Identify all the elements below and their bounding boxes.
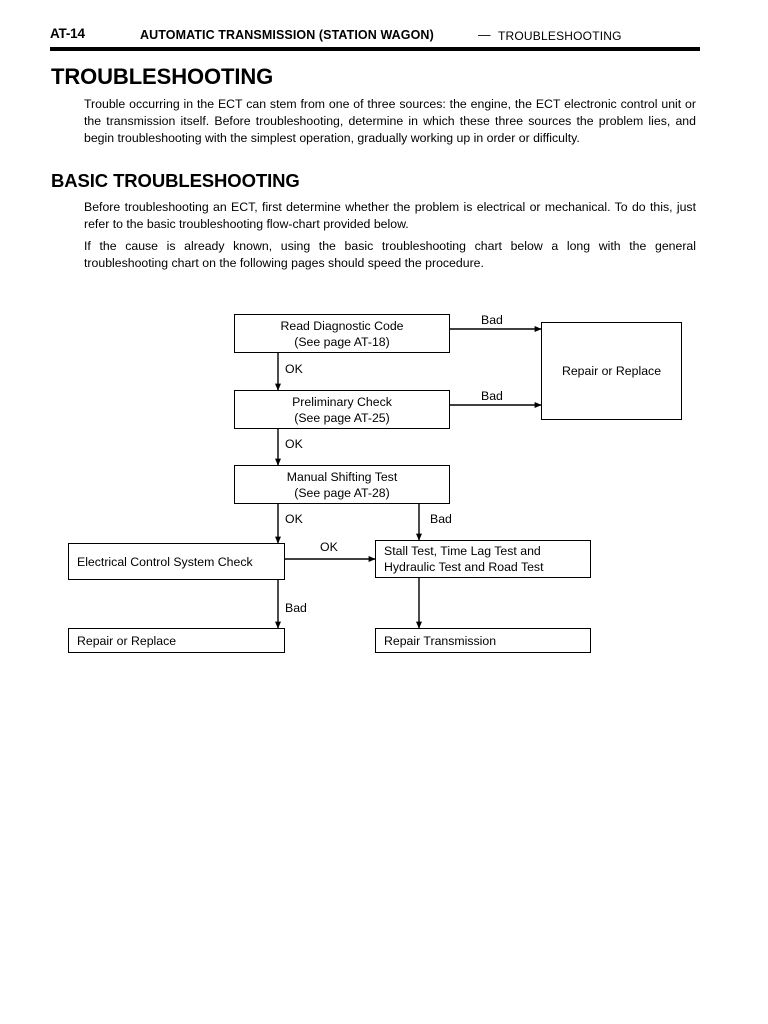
intro-paragraph: Trouble occurring in the ECT can stem fr… bbox=[84, 97, 696, 146]
flow-node-line: Read Diagnostic Code bbox=[280, 318, 404, 333]
flow-node-line: Repair or Replace bbox=[77, 633, 177, 648]
edge-label-elec-to-stall: OK bbox=[320, 540, 338, 554]
flow-node-line: (See page AT-28) bbox=[294, 485, 390, 500]
flow-node-line: Repair or Replace bbox=[561, 364, 662, 378]
edge-label-prelim-to-manual: OK bbox=[285, 437, 303, 451]
flow-node-line: Repair Transmission bbox=[384, 633, 497, 648]
flow-node-line: (See page AT-18) bbox=[294, 334, 390, 349]
edge-label-read-to-prelim: OK bbox=[285, 362, 303, 376]
flow-node-electrical-control-system-check[interactable]: Electrical Control System Check bbox=[68, 543, 285, 580]
flow-node-repair-or-replace-main[interactable]: Repair or Replace bbox=[541, 322, 682, 420]
flow-node-repair-or-replace-bottom[interactable]: Repair or Replace bbox=[68, 628, 285, 653]
edge-label-manual-to-stall: Bad bbox=[430, 512, 452, 526]
edge-label-elec-to-repair: Bad bbox=[285, 601, 307, 615]
flow-node-manual-shifting-test[interactable]: Manual Shifting Test (See page AT-28) bbox=[234, 465, 450, 504]
flow-node-line: (See page AT-25) bbox=[294, 410, 390, 425]
header-title: AUTOMATIC TRANSMISSION (STATION WAGON) bbox=[140, 28, 434, 42]
flow-node-repair-transmission[interactable]: Repair Transmission bbox=[375, 628, 591, 653]
flow-node-line: Hydraulic Test and Road Test bbox=[384, 560, 544, 574]
flow-node-line: Manual Shifting Test bbox=[286, 469, 398, 484]
flow-node-line: Stall Test, Time Lag Test and bbox=[384, 544, 541, 558]
page-header: AT-14 AUTOMATIC TRANSMISSION (STATION WA… bbox=[0, 26, 768, 56]
basic-paragraph-1: Before troubleshooting an ECT, first det… bbox=[84, 200, 696, 232]
basic-paragraph-2: If the cause is already known, using the… bbox=[84, 239, 696, 271]
page-number: AT-14 bbox=[50, 26, 85, 41]
flow-node-line: Preliminary Check bbox=[292, 394, 392, 409]
flow-node-preliminary-check[interactable]: Preliminary Check (See page AT-25) bbox=[234, 390, 450, 429]
flow-node-stall-test[interactable]: Stall Test, Time Lag Test and Hydraulic … bbox=[375, 540, 591, 578]
flow-node-line: Electrical Control System Check bbox=[77, 554, 253, 569]
header-separator: — bbox=[478, 28, 491, 42]
edge-label-prelim-to-repair: Bad bbox=[481, 389, 503, 403]
page-title: TROUBLESHOOTING bbox=[51, 64, 274, 89]
edge-label-read-to-repair: Bad bbox=[481, 313, 503, 327]
flow-node-read-diagnostic-code[interactable]: Read Diagnostic Code (See page AT-18) bbox=[234, 314, 450, 353]
header-rule bbox=[50, 47, 700, 51]
edge-label-manual-to-elec: OK bbox=[285, 512, 303, 526]
header-section: TROUBLESHOOTING bbox=[498, 29, 622, 43]
section-title-basic-troubleshooting: BASIC TROUBLESHOOTING bbox=[51, 170, 300, 191]
